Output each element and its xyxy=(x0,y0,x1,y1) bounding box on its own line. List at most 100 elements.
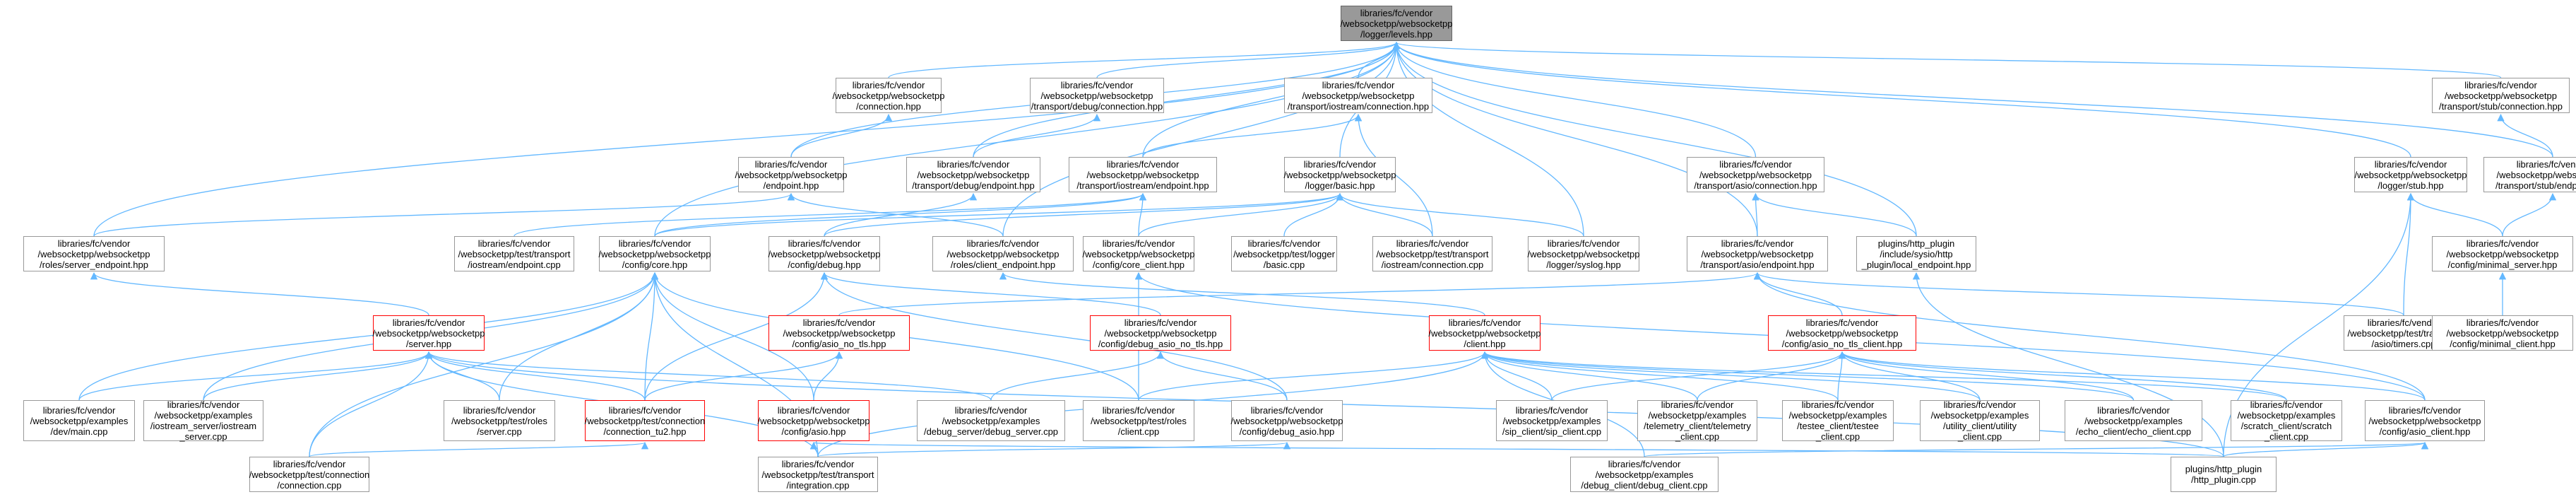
graph-node-testrolesclient[interactable]: libraries/fc/vendor /websocketpp/test/ro… xyxy=(1083,400,1194,441)
edge-n_serverend-to-n_endpoint xyxy=(93,192,795,237)
node-label: libraries/fc/vendor /websocketpp/example… xyxy=(1788,399,1887,442)
edge-n_cfgdbgasio-to-n_cfgdebug xyxy=(820,271,1288,401)
graph-node-cfgcore[interactable]: libraries/fc/vendor /websocketpp/websock… xyxy=(599,236,711,271)
graph-node-cfgdebug[interactable]: libraries/fc/vendor /websocketpp/websock… xyxy=(768,236,881,271)
graph-node-exdbgclient[interactable]: libraries/fc/vendor /websocketpp/example… xyxy=(1570,457,1719,492)
graph-node-tasioconn[interactable]: libraries/fc/vendor /websocketpp/websock… xyxy=(1687,157,1824,192)
graph-node-exscratch[interactable]: libraries/fc/vendor /websocketpp/example… xyxy=(2231,399,2342,442)
node-label: libraries/fc/vendor /websocketpp/websock… xyxy=(946,238,1060,270)
graph-node-testconntu2[interactable]: libraries/fc/vendor /websocketpp/test/co… xyxy=(585,400,705,441)
graph-node-cfgdbgasio[interactable]: libraries/fc/vendor /websocketpp/websock… xyxy=(1231,400,1343,441)
node-label: libraries/fc/vendor /websocketpp/websock… xyxy=(1694,158,1817,191)
graph-node-exiosserver[interactable]: libraries/fc/vendor /websocketpp/example… xyxy=(143,399,263,442)
node-label: libraries/fc/vendor /websocketpp/example… xyxy=(30,404,129,437)
graph-node-root[interactable]: libraries/fc/vendor /websocketpp/websock… xyxy=(1341,6,1453,41)
graph-node-clientend[interactable]: libraries/fc/vendor /websocketpp/websock… xyxy=(932,236,1074,271)
node-label: libraries/fc/vendor /websocketpp/test/co… xyxy=(584,404,706,437)
graph-node-testtiosend[interactable]: libraries/fc/vendor /websocketpp/test/tr… xyxy=(454,236,574,271)
graph-node-tasioend[interactable]: libraries/fc/vendor /websocketpp/websock… xyxy=(1687,236,1828,271)
edge-n_httppluginCpp-to-n_cfgasioclient xyxy=(2223,441,2428,457)
graph-node-testtiosconn[interactable]: libraries/fc/vendor /websocketpp/test/tr… xyxy=(1372,236,1492,271)
node-label: libraries/fc/vendor /websocketpp/example… xyxy=(1644,399,1751,442)
node-label: libraries/fc/vendor /websocketpp/example… xyxy=(1502,404,1602,437)
graph-node-logstub[interactable]: libraries/fc/vendor /websocketpp/websock… xyxy=(2354,157,2467,192)
node-label: libraries/fc/vendor /websocketpp/websock… xyxy=(735,158,848,191)
graph-node-cfgdbgasionotls[interactable]: libraries/fc/vendor /websocketpp/websock… xyxy=(1090,315,1231,351)
edge-n_httppluginCpp-to-n_httpplugin xyxy=(1912,271,2224,457)
graph-node-testrolesserver[interactable]: libraries/fc/vendor /websocketpp/test/ro… xyxy=(444,400,555,441)
edge-n_testconnconn-to-n_cfgcore xyxy=(309,271,659,457)
edge-n_logsyslog-to-n_logbasic xyxy=(1336,192,1584,237)
edge-n_execho-to-n_client xyxy=(1481,351,2135,401)
edge-n_cfgcoreclient-to-n_logbasic xyxy=(1138,192,1344,237)
graph-node-exdbgserver[interactable]: libraries/fc/vendor /websocketpp/example… xyxy=(917,400,1065,441)
graph-node-testtransinteg[interactable]: libraries/fc/vendor /websocketpp/test/tr… xyxy=(758,457,878,492)
graph-node-testlogbasic[interactable]: libraries/fc/vendor /websocketpp/test/lo… xyxy=(1231,236,1337,271)
graph-node-tdbgconn[interactable]: libraries/fc/vendor /websocketpp/websock… xyxy=(1030,78,1164,113)
graph-node-tdbgend[interactable]: libraries/fc/vendor /websocketpp/websock… xyxy=(906,157,1040,192)
node-label: libraries/fc/vendor /websocketpp/test/lo… xyxy=(1233,238,1335,270)
graph-node-serverend[interactable]: libraries/fc/vendor /websocketpp/websock… xyxy=(23,236,165,271)
graph-node-tstubconn[interactable]: libraries/fc/vendor /websocketpp/websock… xyxy=(2432,78,2570,113)
edge-n_tiosend-to-root xyxy=(1142,41,1401,158)
edge-n_httpplugin-to-n_tasioconn xyxy=(1752,192,1917,237)
graph-node-cfgcoreclient[interactable]: libraries/fc/vendor /websocketpp/websock… xyxy=(1083,236,1195,271)
graph-node-extestee[interactable]: libraries/fc/vendor /websocketpp/example… xyxy=(1782,399,1894,442)
node-label: libraries/fc/vendor /websocketpp/example… xyxy=(1581,458,1708,491)
graph-node-endpoint[interactable]: libraries/fc/vendor /websocketpp/websock… xyxy=(735,157,848,192)
graph-node-cfgminclient[interactable]: libraries/fc/vendor /websocketpp/websock… xyxy=(2432,315,2573,351)
node-label: libraries/fc/vendor /websocketpp/websock… xyxy=(2368,404,2481,437)
graph-node-logbasic[interactable]: libraries/fc/vendor /websocketpp/websock… xyxy=(1284,157,1396,192)
edge-n_server-to-n_serverend xyxy=(90,271,429,316)
edge-n_exutility-to-n_client xyxy=(1481,351,1981,401)
edge-n_tstubend-to-n_tstubconn xyxy=(2497,113,2553,158)
edge-n_connection-to-root xyxy=(888,41,1400,78)
graph-node-exdevmain[interactable]: libraries/fc/vendor /websocketpp/example… xyxy=(23,400,135,441)
graph-node-client[interactable]: libraries/fc/vendor /websocketpp/websock… xyxy=(1429,315,1541,351)
node-label: libraries/fc/vendor /websocketpp/websock… xyxy=(1781,317,1903,349)
edge-n_tstubend-to-root xyxy=(1392,41,2553,158)
edge-n_testtasiotimers-to-n_logstub xyxy=(2403,192,2415,316)
graph-node-httpplugin[interactable]: plugins/http_plugin /include/sysio/http … xyxy=(1856,236,1976,271)
graph-node-server[interactable]: libraries/fc/vendor /websocketpp/websock… xyxy=(373,315,485,351)
graph-node-httpplugincpp[interactable]: plugins/http_plugin /http_plugin.cpp xyxy=(2171,457,2277,492)
graph-node-tiosend[interactable]: libraries/fc/vendor /websocketpp/websock… xyxy=(1069,157,1217,192)
node-label: libraries/fc/vendor /websocketpp/test/tr… xyxy=(2347,317,2460,349)
graph-node-logsyslog[interactable]: libraries/fc/vendor /websocketpp/websock… xyxy=(1528,236,1640,271)
graph-node-cfgminserver[interactable]: libraries/fc/vendor /websocketpp/websock… xyxy=(2432,236,2573,271)
node-label: libraries/fc/vendor /websocketpp/websock… xyxy=(768,238,881,270)
edge-n_tdbgconn-to-root xyxy=(1096,41,1401,78)
node-label: libraries/fc/vendor /websocketpp/example… xyxy=(923,404,1059,437)
graph-node-testconnconn[interactable]: libraries/fc/vendor /websocketpp/test/co… xyxy=(249,457,369,492)
graph-node-tstubend[interactable]: libraries/fc/vendor /websocketpp/websock… xyxy=(2483,157,2576,192)
node-label: libraries/fc/vendor /websocketpp/websock… xyxy=(912,158,1035,191)
edge-n_exiosserver-to-n_server xyxy=(203,351,433,401)
graph-node-cfgasionotls[interactable]: libraries/fc/vendor /websocketpp/websock… xyxy=(768,315,910,351)
edge-n_exdbgserver-to-n_server xyxy=(425,351,992,401)
graph-node-connection[interactable]: libraries/fc/vendor /websocketpp/websock… xyxy=(833,78,945,113)
edge-n_cfgminserver-to-n_logstub xyxy=(2406,192,2503,237)
graph-node-execho[interactable]: libraries/fc/vendor /websocketpp/example… xyxy=(2065,400,2202,441)
edge-n_cfgasio-to-n_cfgasionotls xyxy=(813,351,843,401)
edge-n_testconntu2-to-n_cfgdebug xyxy=(644,271,829,401)
edge-n_logstub-to-root xyxy=(1392,41,2411,158)
node-label: plugins/http_plugin /include/sysio/http … xyxy=(1861,238,1971,270)
edge-n_cfgasioclient-to-n_cfgasionotlsclient xyxy=(1839,351,2426,401)
graph-node-cfgasio[interactable]: libraries/fc/vendor /websocketpp/websock… xyxy=(758,400,870,441)
graph-node-tiosconn[interactable]: libraries/fc/vendor /websocketpp/websock… xyxy=(1284,78,1432,113)
edge-n_tiosend-to-n_tiosconn xyxy=(1142,113,1363,158)
edge-n_httpplugin-to-root xyxy=(1392,41,1917,237)
node-label: libraries/fc/vendor /websocketpp/websock… xyxy=(1031,79,1163,112)
node-label: libraries/fc/vendor /websocketpp/websock… xyxy=(2446,238,2559,270)
graph-node-cfgasionotlsclient[interactable]: libraries/fc/vendor /websocketpp/websock… xyxy=(1768,315,1916,351)
node-label: libraries/fc/vendor /websocketpp/websock… xyxy=(2446,317,2559,349)
graph-node-exutility[interactable]: libraries/fc/vendor /websocketpp/example… xyxy=(1920,399,2040,442)
edge-n_extestee-to-n_cfgasionotlsclient xyxy=(1837,351,1846,401)
edge-n_tdbgend-to-n_tdbgconn xyxy=(973,113,1101,158)
edge-n_testconntu2-to-n_cfgcore xyxy=(644,271,659,401)
graph-node-cfgasioclient[interactable]: libraries/fc/vendor /websocketpp/websock… xyxy=(2365,400,2485,441)
edge-n_exscratch-to-n_client xyxy=(1481,351,2287,401)
graph-node-exsipclient[interactable]: libraries/fc/vendor /websocketpp/example… xyxy=(1496,400,1608,441)
graph-node-extelemetry[interactable]: libraries/fc/vendor /websocketpp/example… xyxy=(1637,399,1757,442)
